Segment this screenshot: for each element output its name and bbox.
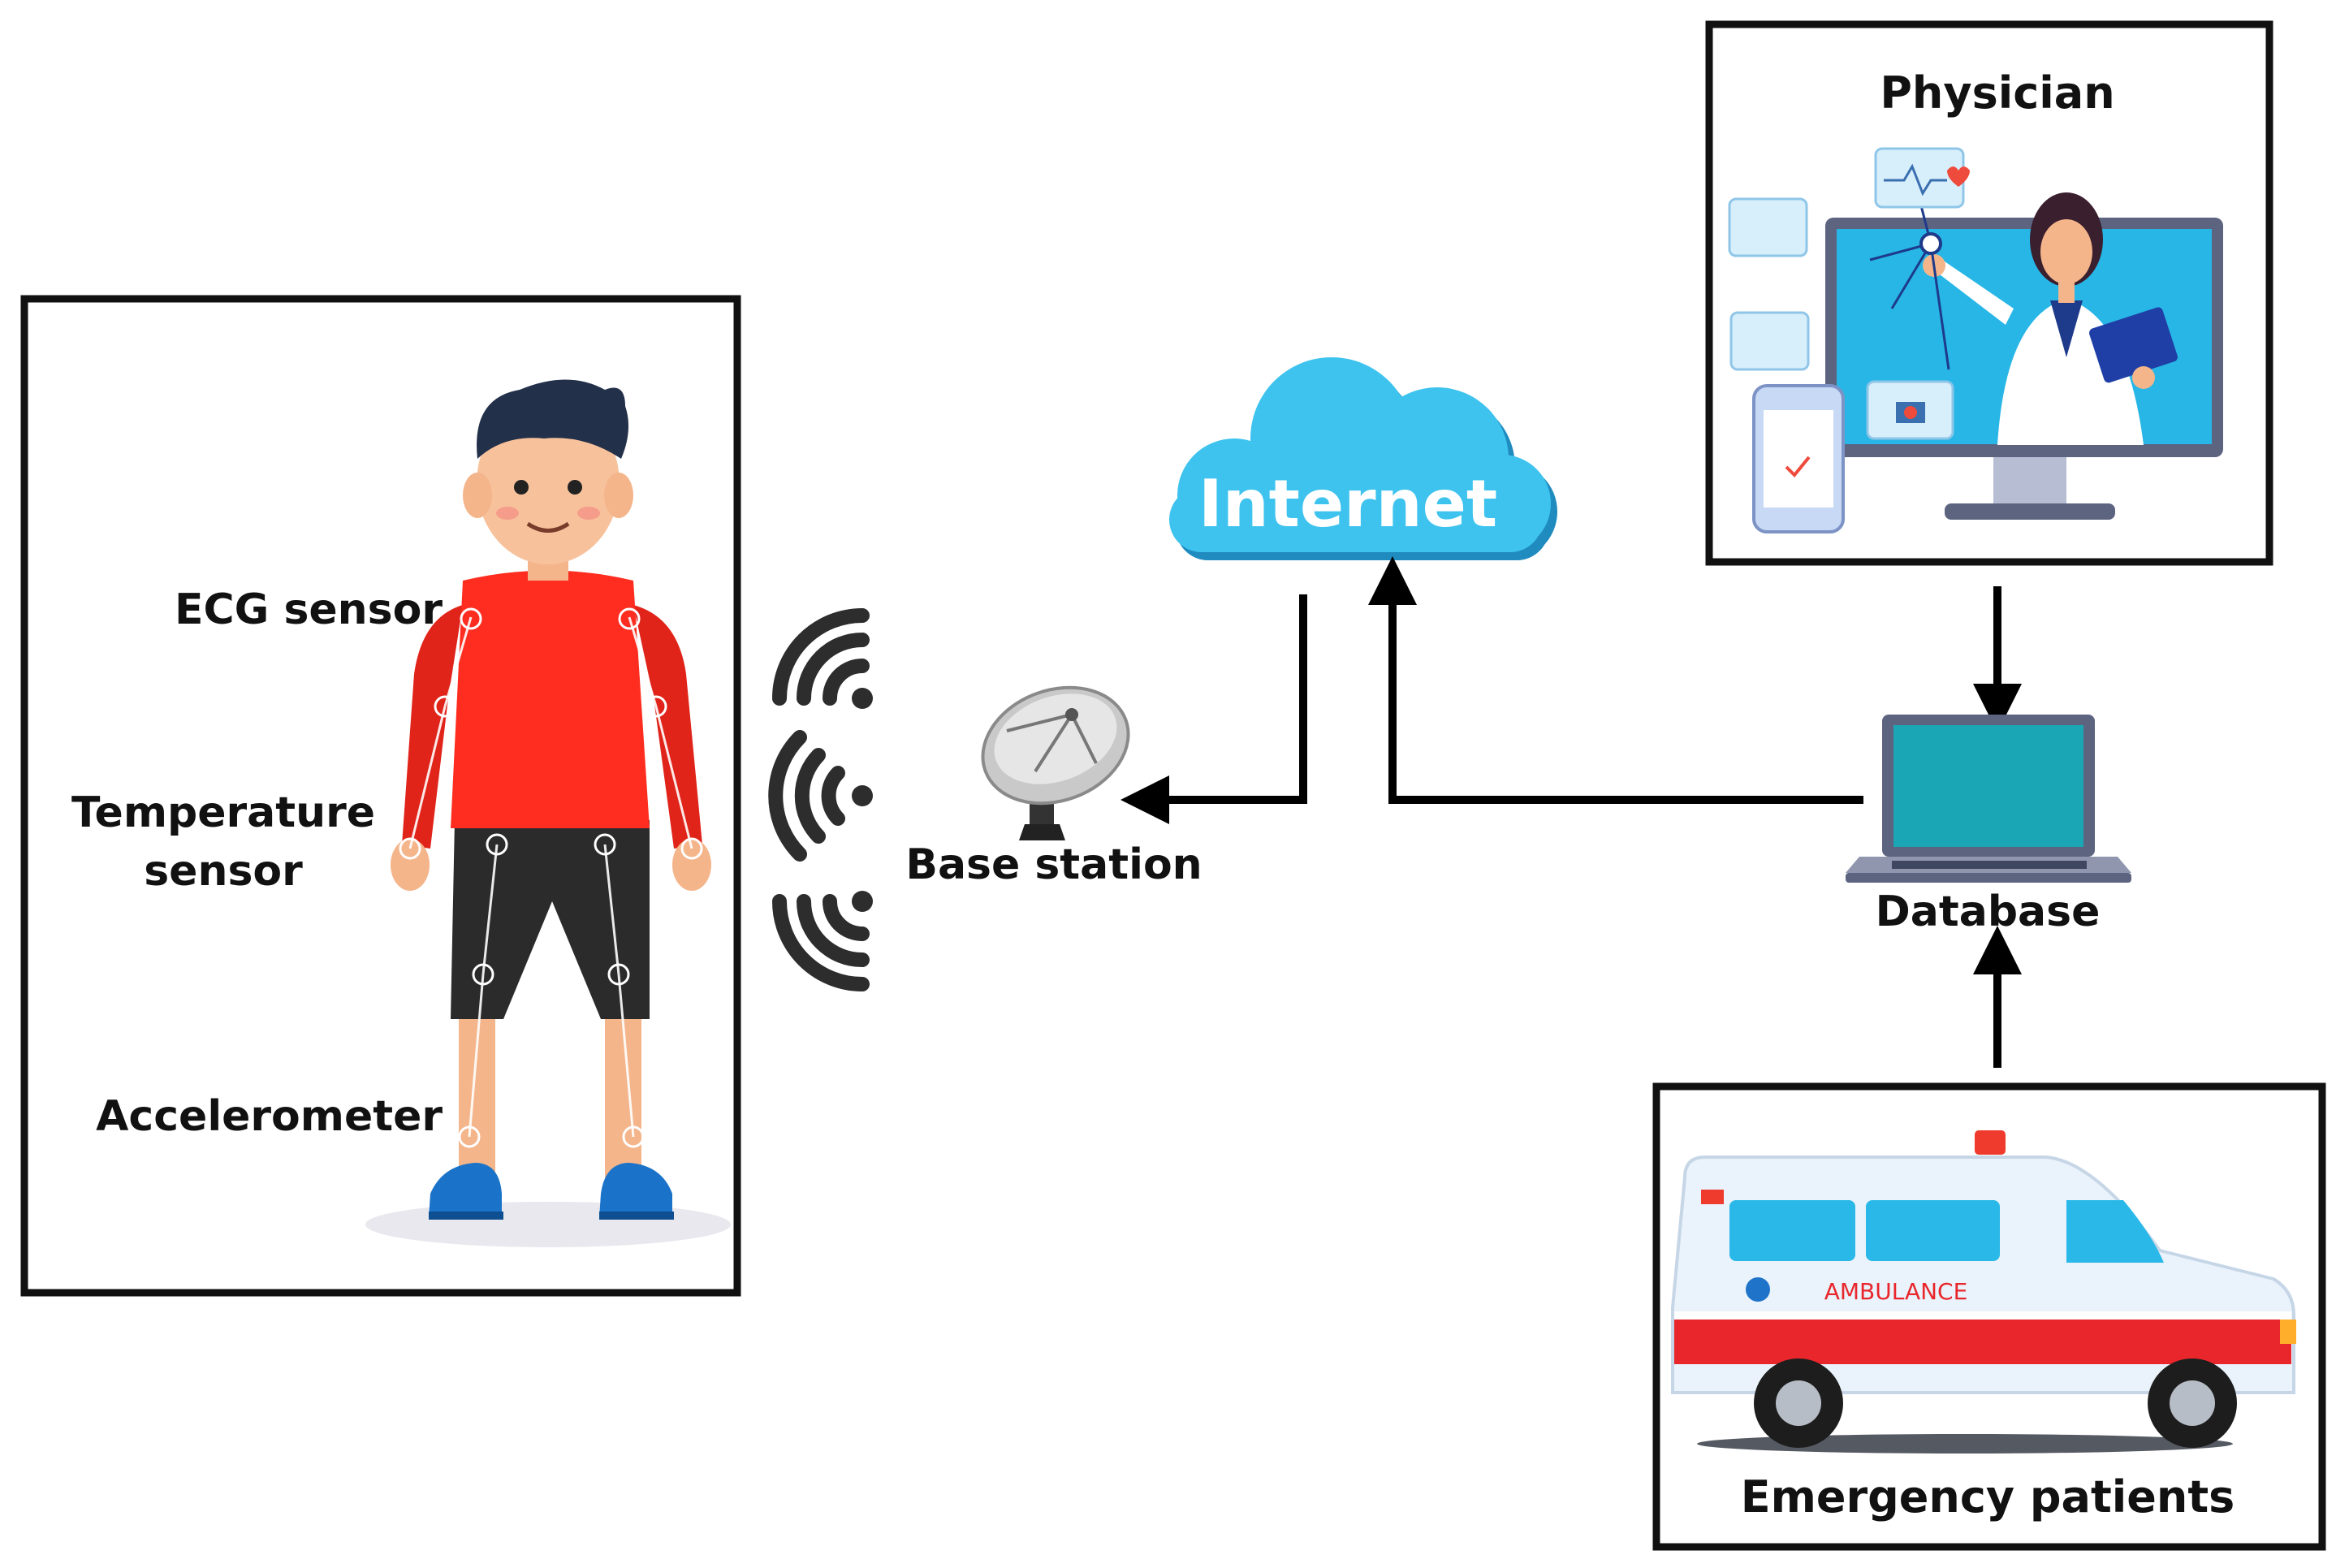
database-label: Database <box>1876 888 2101 936</box>
laptop-icon <box>1846 715 2131 883</box>
person-figure <box>391 379 711 1220</box>
emergency-title: Emergency patients <box>1741 1471 2235 1523</box>
connection-arrows <box>1121 556 2022 1068</box>
cloud-icon <box>1169 357 1557 560</box>
health-widgets <box>1728 147 1970 533</box>
stethoscope-icon <box>1728 197 1808 257</box>
base-station-label: Base station <box>905 840 1202 889</box>
microscope-icon <box>1729 311 1810 371</box>
physician-panel: Physician <box>1705 20 2273 566</box>
patient-shadow <box>365 1202 731 1247</box>
satellite-dish-icon <box>981 685 1130 840</box>
arrow-internet-to-base-station <box>1121 594 1307 824</box>
internet-label: Internet <box>1198 466 1497 542</box>
physician-title: Physician <box>1880 67 2114 119</box>
arrow-database-to-internet <box>1368 556 1863 804</box>
ecg-sensor-label: ECG sensor <box>175 585 443 634</box>
emergency-panel: AMBULANCE Emergency patients <box>1652 1082 2326 1551</box>
accelerometer-label: Accelerometer <box>96 1092 443 1141</box>
wifi-signal-icon <box>768 608 873 991</box>
temperature-sensor-label-line2: sensor <box>144 847 303 896</box>
ambulance-vehicle-text: AMBULANCE <box>1824 1278 1968 1305</box>
patient-panel: ECG sensor Temperature sensor Accelerome… <box>20 295 741 1297</box>
ambulance-icon: AMBULANCE <box>1671 1130 2296 1454</box>
temperature-sensor-label-line1: Temperature <box>71 788 375 837</box>
monitor-icon <box>1825 192 2223 520</box>
